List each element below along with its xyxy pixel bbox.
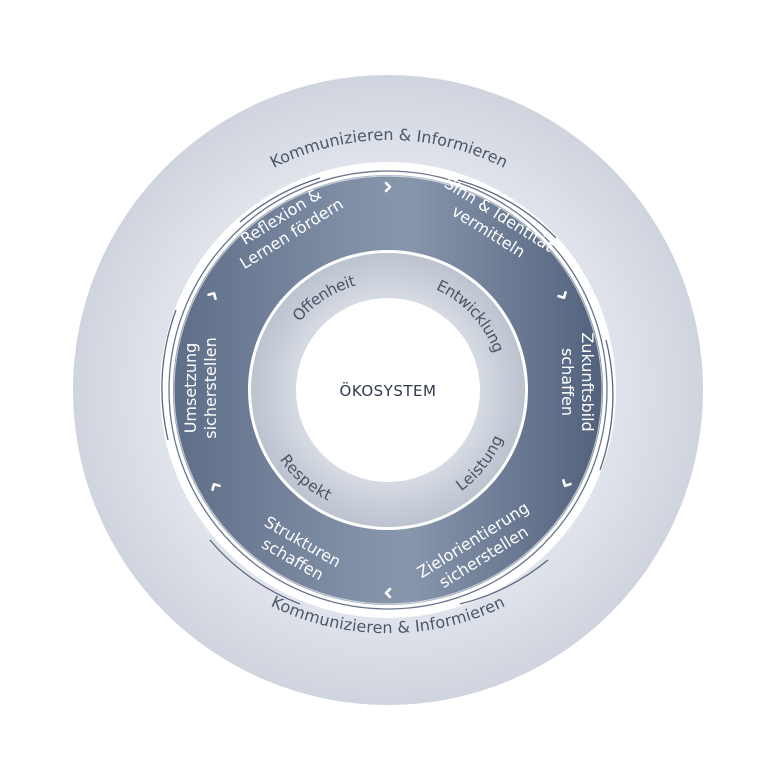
chevron-right-icon <box>384 587 392 599</box>
segment-zukunftsbild: Zukunftsbild schaffen <box>558 332 597 431</box>
chevron-right-icon <box>557 291 567 300</box>
chevron-right-icon <box>211 482 221 492</box>
center-disc <box>296 298 480 482</box>
segment-line-1: Zukunftsbild <box>578 332 597 431</box>
decorative-arcs <box>161 170 614 610</box>
center-label: ÖKOSYSTEM <box>340 381 437 400</box>
segment-umsetzung: Umsetzung sicherstellen <box>181 337 220 438</box>
chevron-right-icon <box>384 181 392 193</box>
segment-line-2: schaffen <box>558 348 577 416</box>
segment-line-2: sicherstellen <box>201 337 220 438</box>
chevron-right-icon <box>207 291 217 301</box>
flow-chevrons <box>207 181 572 599</box>
chevron-right-icon <box>562 479 572 488</box>
segment-line-1: Umsetzung <box>181 343 200 434</box>
